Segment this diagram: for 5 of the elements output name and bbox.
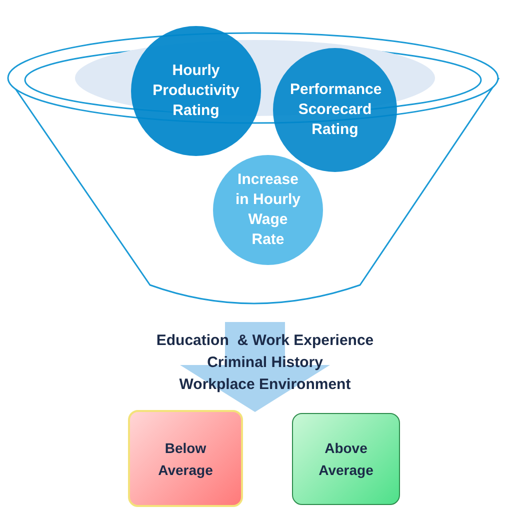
result-box: Below Average: [128, 410, 243, 507]
factor-text: Criminal History: [206, 354, 324, 371]
result-box: Above Average: [292, 413, 400, 505]
factor-text: Workplace Environment: [178, 376, 352, 393]
factor-text: Education & Work Experience: [155, 332, 375, 349]
